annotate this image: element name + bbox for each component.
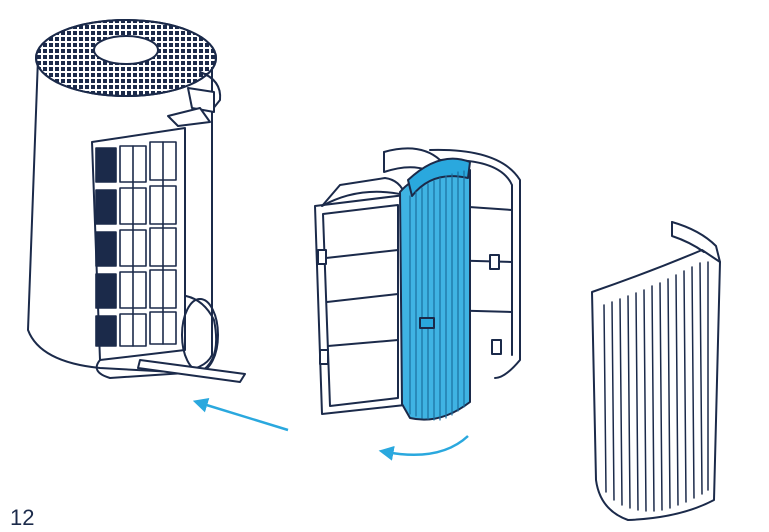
grille-cover-illustration: [591, 221, 721, 521]
arrow-left-icon: [192, 398, 289, 432]
filter-cartridge-illustration: [314, 147, 521, 421]
purifier-body-illustration: [27, 19, 246, 383]
page-number: 12: [10, 505, 35, 530]
curved-arrow-icon: [378, 435, 469, 461]
